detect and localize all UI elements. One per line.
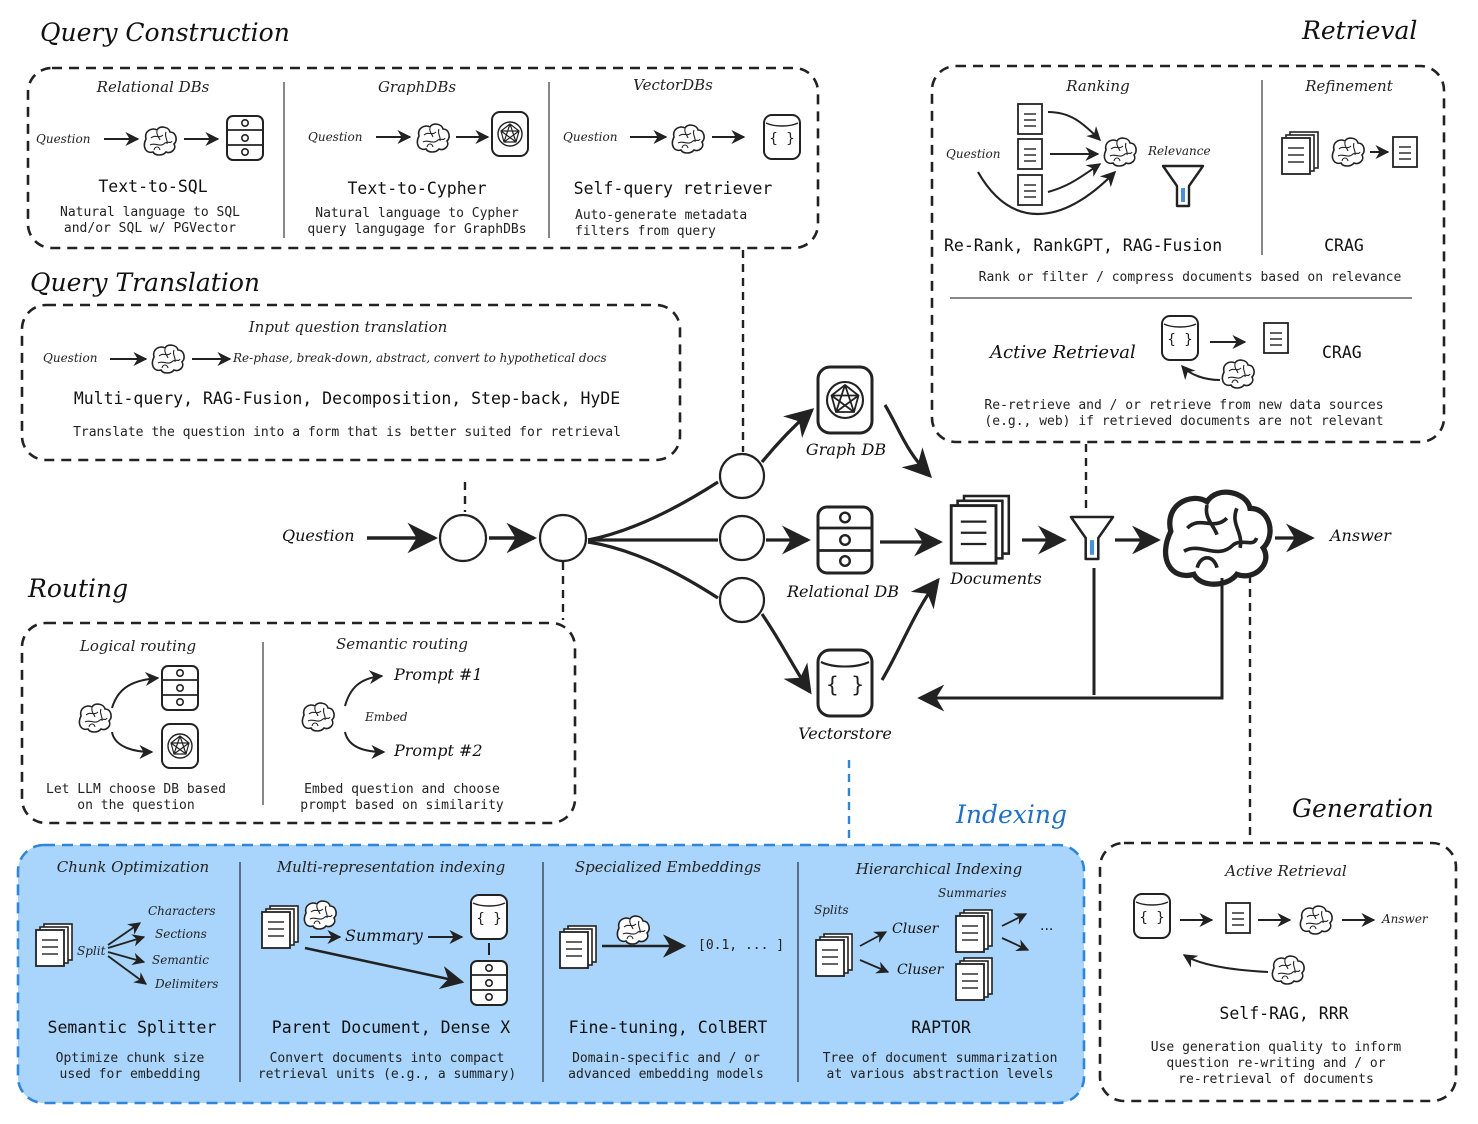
cluster-2-label: Cluser	[897, 962, 944, 978]
splits-label: Splits	[814, 903, 849, 917]
ranking-techniques: Re-Rank, RankGPT, RAG-Fusion	[944, 236, 1223, 255]
cluster-1-label: Cluser	[892, 921, 939, 937]
raptor-label: RAPTOR	[911, 1018, 971, 1037]
section-title-indexing: Indexing	[956, 800, 1067, 829]
self-rag-label: Self-RAG, RRR	[1219, 1004, 1349, 1023]
ranking-question-label: Question	[946, 147, 1001, 161]
section-title-query-construction: Query Construction	[40, 18, 290, 47]
summaries-label: Summaries	[938, 886, 1007, 900]
relational-question-label: Question	[36, 132, 91, 146]
translation-desc: Translate the question into a form that …	[73, 425, 621, 440]
refinement-crag-label: CRAG	[1324, 236, 1364, 255]
generation-box	[1098, 841, 1458, 1103]
hierarchical-indexing-title: Hierarchical Indexing	[855, 860, 1023, 878]
question-node-label: Question	[282, 526, 355, 545]
graph-question-label: Question	[308, 130, 363, 144]
chunk-optimization-title: Chunk Optimization	[56, 858, 210, 876]
split-label: Split	[77, 944, 106, 958]
logical-routing-title: Logical routing	[79, 637, 197, 655]
semantic-splitter-label: Semantic Splitter	[47, 1018, 217, 1037]
fine-tuning-label: Fine-tuning, ColBERT	[568, 1018, 768, 1037]
prompt-2-label: Prompt #2	[394, 741, 483, 760]
text-to-cypher-label: Text-to-Cypher	[347, 179, 487, 198]
embed-label: Embed	[365, 710, 408, 724]
section-title-query-translation: Query Translation	[30, 268, 260, 297]
section-title-generation: Generation	[1292, 794, 1434, 823]
active-retrieval-title: Active Retrieval	[990, 342, 1136, 363]
multi-representation-title: Multi-representation indexing	[276, 858, 506, 876]
vectorstore-label: Vectorstore	[798, 724, 892, 743]
chunk-item-characters: Characters	[148, 904, 216, 918]
chunk-item-semantic: Semantic	[152, 953, 209, 967]
active-retrieval-crag-label: CRAG	[1322, 343, 1362, 362]
chunk-item-delimiters: Delimiters	[155, 977, 219, 991]
relational-db-label: Relational DB	[787, 582, 899, 601]
relevance-label: Relevance	[1148, 144, 1211, 158]
input-question-translation-title: Input question translation	[248, 318, 448, 336]
generation-active-retrieval-title: Active Retrieval	[1225, 862, 1347, 880]
summary-label: Summary	[345, 926, 423, 945]
documents-label: Documents	[950, 569, 1042, 588]
self-query-retriever-label: Self-query retriever	[573, 179, 773, 198]
retrieval-box	[930, 64, 1446, 444]
graph-db-label: Graph DB	[805, 440, 887, 459]
section-title-routing: Routing	[28, 574, 129, 603]
rank-filter-desc: Rank or filter / compress documents base…	[978, 270, 1402, 285]
translation-techniques: Multi-query, RAG-Fusion, Decomposition, …	[73, 389, 621, 408]
prompt-1-label: Prompt #1	[394, 665, 483, 684]
vector-question-label: Question	[563, 130, 618, 144]
relational-dbs-title: Relational DBs	[96, 78, 210, 96]
embedding-vector-label: [0.1, ... ]	[698, 938, 785, 953]
hierarchy-ellipsis: ...	[1040, 918, 1054, 934]
routing-box	[20, 621, 577, 825]
refinement-title: Refinement	[1305, 77, 1393, 95]
translation-question-label: Question	[43, 351, 98, 365]
generation-answer-label: Answer	[1382, 912, 1428, 926]
parent-document-label: Parent Document, Dense X	[271, 1018, 511, 1037]
active-retrieval-desc: Re-retrieve and / or retrieve from new d…	[984, 398, 1384, 429]
query-translation-box	[20, 303, 682, 462]
specialized-embeddings-title: Specialized Embeddings	[574, 858, 762, 876]
query-construction-box	[26, 66, 820, 250]
section-title-retrieval: Retrieval	[1302, 16, 1418, 45]
semantic-routing-title: Semantic routing	[336, 635, 468, 653]
answer-label: Answer	[1330, 526, 1391, 545]
text-to-sql-label: Text-to-SQL	[98, 177, 208, 196]
ranking-title: Ranking	[1066, 77, 1130, 95]
graphdbs-title: GraphDBs	[377, 78, 457, 96]
vectordbs-title: VectorDBs	[633, 76, 713, 94]
chunk-item-sections: Sections	[155, 927, 207, 941]
translation-output-label: Re-phase, break-down, abstract, convert …	[233, 351, 607, 365]
